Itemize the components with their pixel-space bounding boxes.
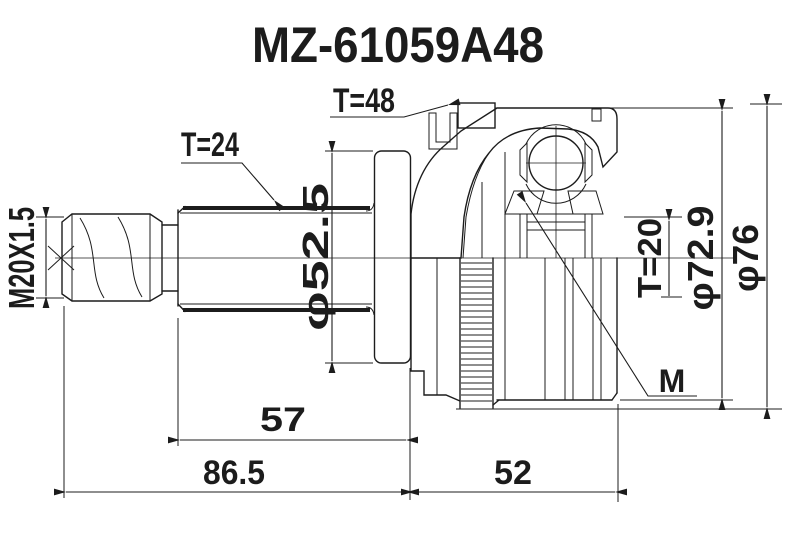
label-marking: M — [659, 363, 686, 399]
joint-housing-exterior — [410, 257, 618, 409]
dimension-lines — [42, 94, 771, 496]
leader-t48 — [330, 98, 461, 118]
outer-race-wall — [410, 107, 618, 259]
label-shaft-length: 86.5 — [203, 454, 265, 492]
leader-t24 — [181, 162, 285, 212]
leader-m-mark — [516, 191, 697, 397]
label-housing-length: 52 — [494, 454, 532, 492]
snap-ring-groove — [591, 108, 602, 122]
label-outer-spline-teeth: T=48 — [333, 82, 395, 120]
threaded-stub-section — [47, 209, 179, 307]
label-inner-spline-teeth: T=20 — [631, 218, 668, 298]
abs-ring-section — [457, 102, 496, 129]
extension-lines — [36, 103, 782, 502]
label-body-diameter: φ72.9 — [680, 206, 721, 311]
label-spline-length: 57 — [260, 401, 306, 439]
label-abs-ring-diameter: φ76 — [725, 224, 766, 292]
boot-clamp-channel — [428, 112, 458, 150]
part-number-title: MZ-61059A48 — [252, 17, 544, 73]
label-thread-size: M20X1.5 — [1, 207, 42, 309]
abs-tone-ring-teeth — [459, 257, 494, 409]
inner-race — [504, 190, 604, 258]
joint-housing-section — [410, 102, 733, 259]
ball-bearing — [519, 124, 593, 258]
boot-seat-flange — [373, 150, 412, 364]
label-shaft-spline-teeth: T=24 — [181, 126, 239, 164]
label-boot-seat-diameter: φ52.5 — [295, 183, 336, 331]
cage-left — [519, 141, 528, 184]
cage-right — [584, 141, 593, 184]
